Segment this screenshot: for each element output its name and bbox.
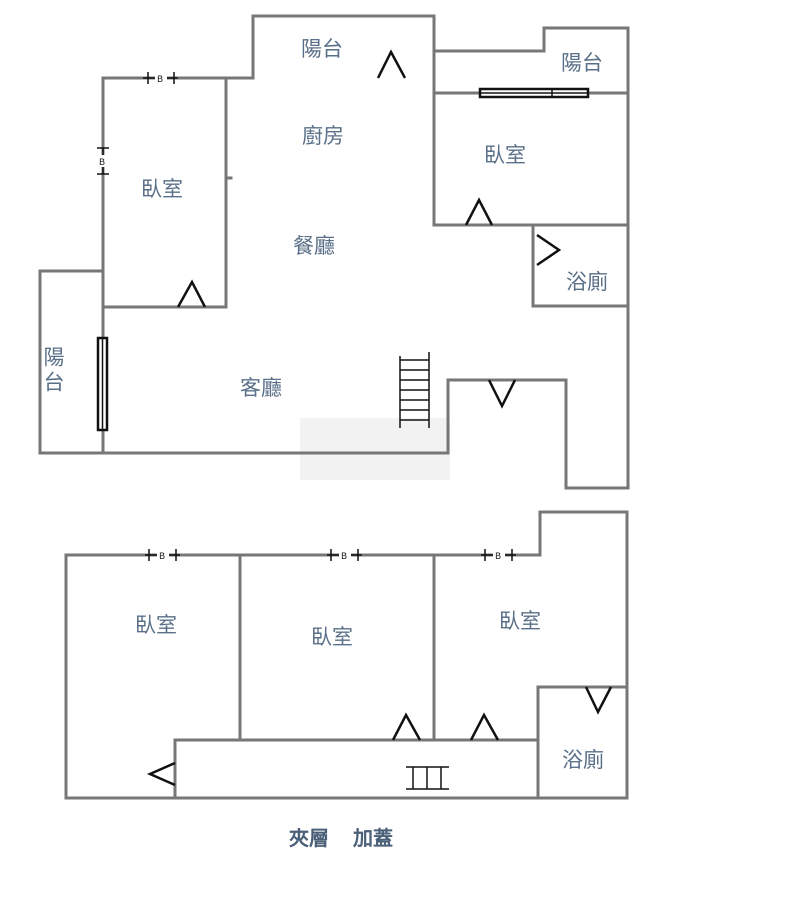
staircase-lower [406, 766, 449, 790]
staircase-upper [399, 352, 430, 428]
wall-corridor [173, 738, 540, 800]
marker-label: B [159, 552, 165, 562]
door-entrance [487, 379, 517, 409]
watermark [300, 418, 450, 480]
door-bathroom-lower [584, 686, 613, 715]
label-dining: 餐廳 [293, 234, 335, 258]
marker-label: B [99, 158, 105, 168]
label-kitchen: 廚房 [302, 124, 344, 148]
marker-label: B [495, 552, 501, 562]
label-balcony-top: 陽台 [301, 37, 343, 61]
sliding-window-left [96, 336, 109, 432]
door-bedroom-3 [469, 712, 500, 741]
label-bathroom-lower: 浴廁 [562, 748, 604, 772]
door-balcony-top [376, 49, 407, 79]
label-balcony-top-right: 陽台 [561, 51, 603, 75]
upper-floor: B B [38, 14, 630, 490]
marker-label: B [341, 552, 347, 562]
label-bathroom-upper: 浴廁 [566, 270, 608, 294]
door-corridor [146, 761, 176, 787]
label-bedroom-2: 臥室 [311, 625, 353, 649]
label-bedroom-right: 臥室 [484, 143, 526, 167]
wall-bedroom-right-left [432, 14, 630, 227]
label-balcony-left: 陽台 [41, 346, 65, 396]
label-bedroom-1: 臥室 [135, 613, 177, 637]
sliding-window-top [478, 87, 590, 99]
door-bathroom [536, 233, 562, 267]
door-bedroom-2 [391, 712, 422, 741]
wall-bathroom [531, 223, 630, 308]
lower-outer-wall [64, 510, 629, 800]
lower-floor: B B B 臥室 臥室 [64, 510, 629, 800]
wall-bathroom-lower [536, 685, 629, 800]
label-bedroom-left: 臥室 [141, 177, 183, 201]
label-bedroom-3: 臥室 [499, 609, 541, 633]
door-bedroom-right [464, 197, 494, 226]
marker-label: B [157, 75, 163, 85]
upper-outer-wall [38, 14, 630, 490]
caption-addition: 加蓋 [352, 826, 393, 850]
door-bedroom-left [176, 279, 207, 308]
window-marker-3: B [481, 549, 516, 562]
label-living: 客廳 [240, 376, 282, 400]
wall-bedroom-left [101, 76, 228, 309]
window-marker-top: B [143, 72, 178, 85]
window-marker-2: B [327, 549, 362, 562]
window-marker-1: B [145, 549, 180, 562]
window-marker-left: B [97, 147, 109, 175]
caption-mezzanine: 夾層 [289, 826, 329, 850]
